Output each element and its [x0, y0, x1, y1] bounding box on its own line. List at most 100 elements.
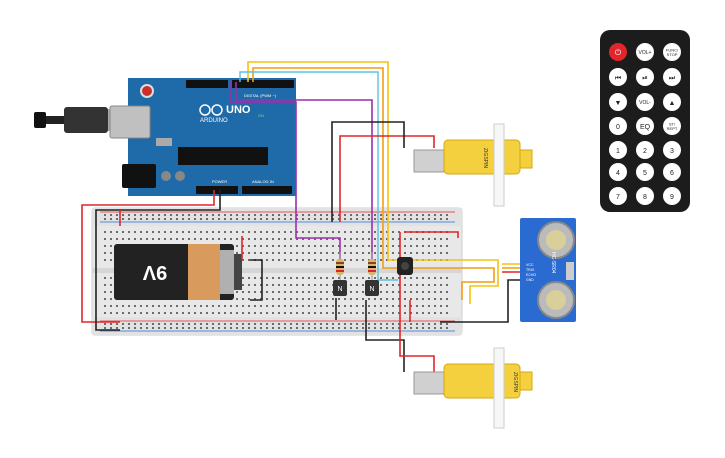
breadboard-hole[interactable]: [290, 298, 292, 300]
breadboard-hole[interactable]: [362, 214, 364, 216]
breadboard-hole[interactable]: [368, 312, 370, 314]
breadboard-hole[interactable]: [152, 231, 154, 233]
breadboard-hole[interactable]: [224, 323, 226, 325]
breadboard-hole[interactable]: [428, 298, 430, 300]
breadboard-hole[interactable]: [332, 238, 334, 240]
breadboard-hole[interactable]: [104, 291, 106, 293]
breadboard-hole[interactable]: [242, 312, 244, 314]
breadboard-hole[interactable]: [242, 214, 244, 216]
breadboard-hole[interactable]: [410, 238, 412, 240]
breadboard-hole[interactable]: [320, 231, 322, 233]
breadboard-hole[interactable]: [398, 305, 400, 307]
breadboard-hole[interactable]: [218, 218, 220, 220]
breadboard-hole[interactable]: [386, 218, 388, 220]
breadboard-hole[interactable]: [338, 312, 340, 314]
breadboard-hole[interactable]: [290, 277, 292, 279]
breadboard-hole[interactable]: [326, 277, 328, 279]
breadboard-hole[interactable]: [248, 323, 250, 325]
breadboard-hole[interactable]: [284, 323, 286, 325]
breadboard-hole[interactable]: [374, 245, 376, 247]
breadboard-hole[interactable]: [254, 277, 256, 279]
breadboard-hole[interactable]: [236, 231, 238, 233]
breadboard-hole[interactable]: [338, 327, 340, 329]
breadboard-hole[interactable]: [200, 231, 202, 233]
breadboard-hole[interactable]: [428, 323, 430, 325]
breadboard-hole[interactable]: [188, 305, 190, 307]
breadboard-hole[interactable]: [374, 214, 376, 216]
breadboard-hole[interactable]: [128, 214, 130, 216]
breadboard-hole[interactable]: [362, 284, 364, 286]
breadboard-hole[interactable]: [134, 323, 136, 325]
breadboard-hole[interactable]: [110, 298, 112, 300]
breadboard-hole[interactable]: [392, 252, 394, 254]
breadboard-hole[interactable]: [308, 277, 310, 279]
breadboard-hole[interactable]: [104, 312, 106, 314]
breadboard-hole[interactable]: [134, 218, 136, 220]
breadboard-hole[interactable]: [302, 298, 304, 300]
breadboard-hole[interactable]: [254, 245, 256, 247]
breadboard-hole[interactable]: [104, 245, 106, 247]
breadboard-hole[interactable]: [278, 291, 280, 293]
breadboard-hole[interactable]: [248, 245, 250, 247]
breadboard-hole[interactable]: [338, 298, 340, 300]
breadboard-hole[interactable]: [446, 252, 448, 254]
breadboard-hole[interactable]: [206, 214, 208, 216]
breadboard-hole[interactable]: [140, 305, 142, 307]
breadboard-hole[interactable]: [224, 305, 226, 307]
breadboard-hole[interactable]: [104, 327, 106, 329]
breadboard-hole[interactable]: [398, 323, 400, 325]
breadboard-hole[interactable]: [380, 231, 382, 233]
breadboard-hole[interactable]: [314, 218, 316, 220]
breadboard-hole[interactable]: [248, 284, 250, 286]
breadboard-hole[interactable]: [344, 218, 346, 220]
breadboard-hole[interactable]: [446, 218, 448, 220]
breadboard-hole[interactable]: [440, 312, 442, 314]
breadboard-hole[interactable]: [284, 305, 286, 307]
breadboard-hole[interactable]: [320, 298, 322, 300]
breadboard-hole[interactable]: [332, 259, 334, 261]
breadboard-hole[interactable]: [134, 312, 136, 314]
breadboard-hole[interactable]: [410, 252, 412, 254]
breadboard-hole[interactable]: [302, 218, 304, 220]
breadboard-hole[interactable]: [200, 312, 202, 314]
breadboard-hole[interactable]: [368, 218, 370, 220]
breadboard-hole[interactable]: [110, 252, 112, 254]
breadboard-hole[interactable]: [326, 312, 328, 314]
breadboard-hole[interactable]: [380, 305, 382, 307]
breadboard-hole[interactable]: [212, 312, 214, 314]
breadboard-hole[interactable]: [284, 252, 286, 254]
breadboard-hole[interactable]: [344, 277, 346, 279]
breadboard-hole[interactable]: [416, 245, 418, 247]
breadboard-hole[interactable]: [284, 259, 286, 261]
breadboard-hole[interactable]: [434, 305, 436, 307]
breadboard-hole[interactable]: [296, 323, 298, 325]
breadboard-hole[interactable]: [380, 252, 382, 254]
arduino-uno[interactable]: UNO ARDUINO DIGITAL (PWM ~) POWER ANALOG…: [109, 78, 296, 196]
breadboard-hole[interactable]: [326, 218, 328, 220]
breadboard-hole[interactable]: [428, 284, 430, 286]
breadboard-hole[interactable]: [206, 218, 208, 220]
breadboard-hole[interactable]: [404, 284, 406, 286]
breadboard-hole[interactable]: [254, 284, 256, 286]
breadboard-hole[interactable]: [380, 323, 382, 325]
breadboard-hole[interactable]: [428, 245, 430, 247]
breadboard-hole[interactable]: [356, 327, 358, 329]
breadboard-hole[interactable]: [164, 327, 166, 329]
breadboard-hole[interactable]: [104, 323, 106, 325]
breadboard-hole[interactable]: [398, 245, 400, 247]
remote-button[interactable]: [609, 141, 627, 159]
breadboard-hole[interactable]: [302, 245, 304, 247]
breadboard-hole[interactable]: [434, 277, 436, 279]
breadboard-hole[interactable]: [410, 305, 412, 307]
breadboard-hole[interactable]: [434, 298, 436, 300]
breadboard-hole[interactable]: [398, 291, 400, 293]
breadboard-hole[interactable]: [176, 312, 178, 314]
breadboard-hole[interactable]: [350, 277, 352, 279]
breadboard-hole[interactable]: [110, 305, 112, 307]
breadboard-hole[interactable]: [128, 231, 130, 233]
breadboard-hole[interactable]: [308, 218, 310, 220]
breadboard-hole[interactable]: [326, 238, 328, 240]
breadboard-hole[interactable]: [266, 305, 268, 307]
breadboard-hole[interactable]: [290, 231, 292, 233]
remote-button[interactable]: [636, 187, 654, 205]
